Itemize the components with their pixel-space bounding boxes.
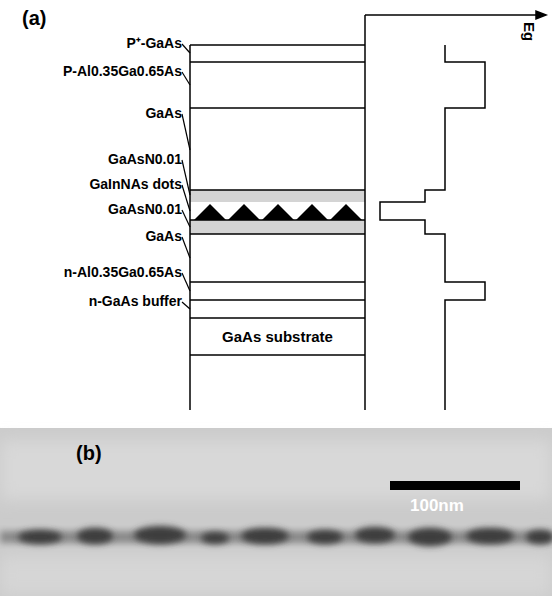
axis-label: Eg	[522, 22, 537, 41]
layer-label: GaAsN0.01	[108, 152, 182, 166]
panel-label: (a)	[22, 8, 46, 28]
band-diagram	[365, 11, 546, 410]
panel-label: (b)	[76, 443, 102, 463]
scale-label: 100nm	[410, 497, 464, 514]
layer-label: n-GaAs buffer	[89, 294, 182, 308]
leader-lines	[182, 44, 190, 309]
layer-label: P-Al0.35Ga0.65As	[63, 64, 182, 78]
layer-label: GaInNAs dots	[89, 177, 182, 191]
layer-label: GaAs substrate	[222, 328, 333, 345]
layer-label: P⁺-GaAs	[126, 36, 182, 50]
layer-boundaries	[190, 15, 365, 410]
gaasn-layer	[190, 190, 365, 202]
layer-label: GaAs	[145, 229, 182, 243]
layer-label: GaAs	[145, 106, 182, 120]
gaasn-layer	[190, 220, 365, 234]
tem-image	[0, 428, 552, 596]
layer-label: n-Al0.35Ga0.65As	[64, 265, 182, 279]
quantum-dots	[194, 204, 362, 220]
layer-label: GaAsN0.01	[108, 202, 182, 216]
substrate-layer: GaAs substrate	[190, 318, 365, 355]
scale-bar	[390, 481, 520, 490]
